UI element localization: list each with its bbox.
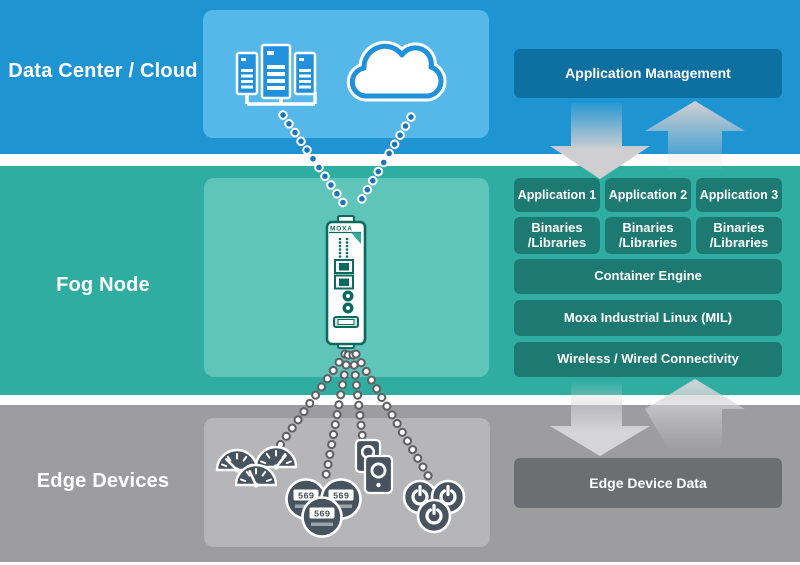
fog-node-panel bbox=[204, 178, 489, 377]
wireless-wired-connectivity-box: Wireless / Wired Connectivity bbox=[514, 342, 782, 377]
data-center-panel bbox=[203, 10, 489, 138]
edge-devices-panel bbox=[204, 418, 490, 547]
binaries-line2: /Libraries bbox=[618, 234, 678, 250]
application-1-box: Application 1 bbox=[514, 178, 600, 212]
container-engine-box: Container Engine bbox=[514, 259, 782, 294]
fog-node-label: Fog Node bbox=[56, 274, 150, 296]
binaries-line2: /Libraries bbox=[709, 234, 769, 250]
binaries-line1: Binaries bbox=[531, 219, 583, 235]
moxa-industrial-linux-box: Moxa Industrial Linux (MIL) bbox=[514, 300, 782, 336]
binaries-line1: Binaries bbox=[622, 219, 674, 235]
application-2-box: Application 2 bbox=[605, 178, 691, 212]
edge-device-data-box: Edge Device Data bbox=[514, 458, 782, 508]
application-3-box: Application 3 bbox=[696, 178, 782, 212]
data-center-label: Data Center / Cloud bbox=[8, 60, 198, 82]
binaries-libraries-box-2: Binaries /Libraries bbox=[605, 217, 691, 254]
binaries-libraries-box-3: Binaries /Libraries bbox=[696, 217, 782, 254]
edge-devices-label: Edge Devices bbox=[36, 470, 170, 492]
application-management-box: Application Management bbox=[514, 49, 782, 98]
binaries-libraries-box-1: Binaries /Libraries bbox=[514, 217, 600, 254]
binaries-line2: /Libraries bbox=[527, 234, 587, 250]
binaries-line1: Binaries bbox=[713, 219, 765, 235]
